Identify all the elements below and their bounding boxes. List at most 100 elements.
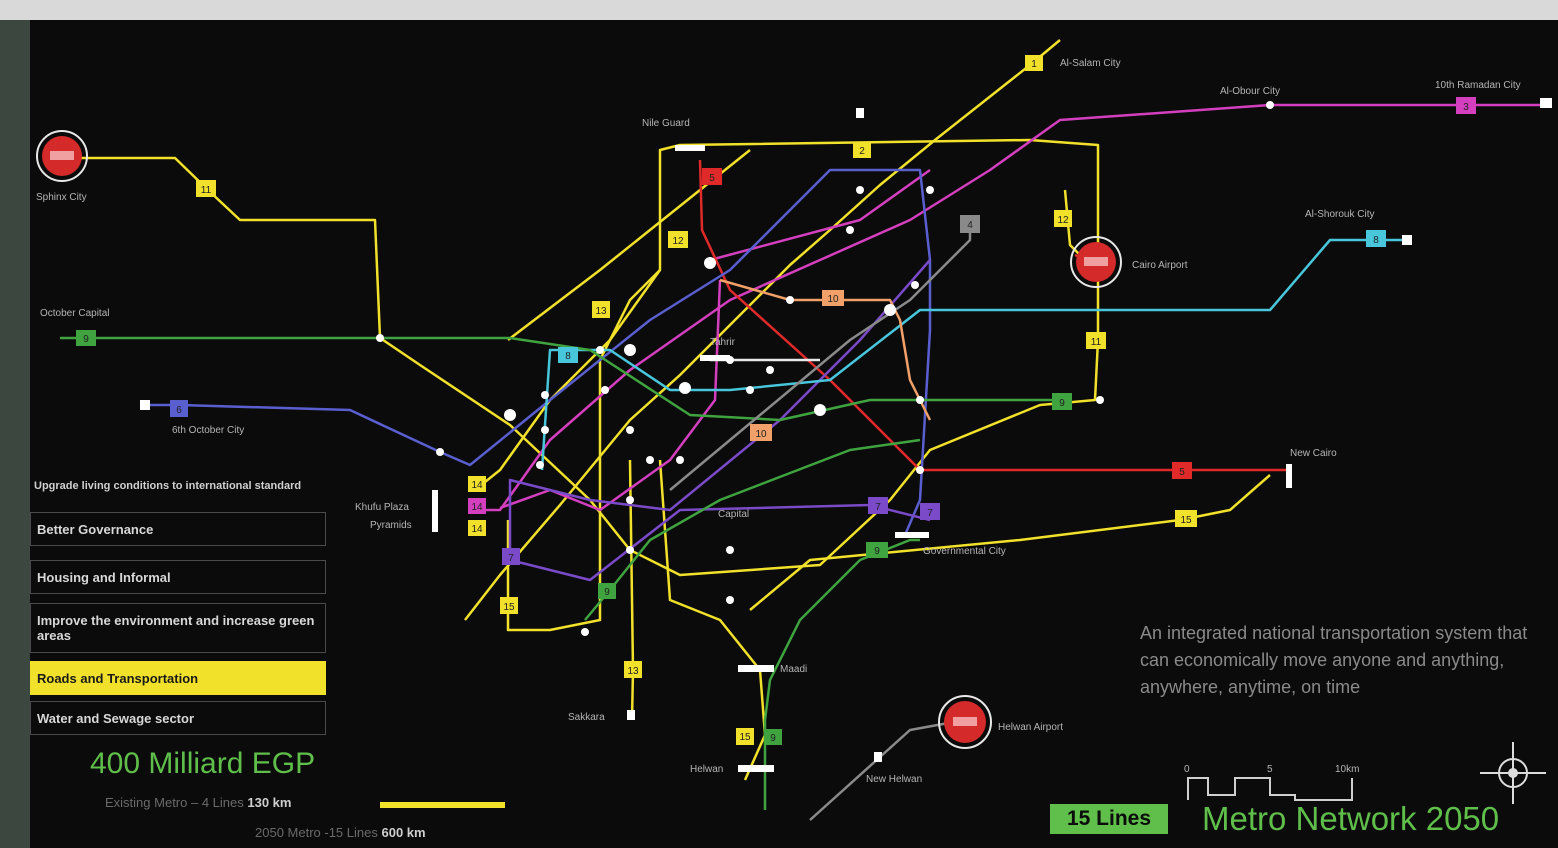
label-pyramids: Pyramids [370, 520, 412, 531]
line-6 [145, 168, 932, 536]
line-9 [60, 336, 1060, 422]
panel-item-governance[interactable]: Better Governance [30, 512, 326, 546]
scale-bar [1187, 777, 1353, 801]
svg-text:10: 10 [755, 429, 767, 440]
badge-line-9c: 9 [866, 542, 888, 558]
line-9b [584, 438, 921, 621]
badge-line-4: 4 [960, 215, 980, 233]
badge-line-8: 8 [1366, 230, 1386, 247]
cost-figure: 400 Milliard EGP [90, 747, 316, 780]
svg-text:9: 9 [604, 587, 610, 598]
scale-start-label: 0 [1184, 764, 1190, 775]
legend-future-label: 2050 Metro -15 Lines [255, 825, 378, 840]
svg-text:13: 13 [627, 666, 639, 677]
line-3b [709, 168, 931, 262]
svg-text:7: 7 [875, 502, 881, 513]
badge-line-9d: 9 [764, 729, 782, 745]
badge-line-2: 2 [853, 142, 871, 158]
svg-text:15: 15 [739, 732, 751, 743]
label-new-cairo: New Cairo [1290, 448, 1337, 459]
svg-text:5: 5 [709, 173, 715, 184]
badge-line-12b: 12 [1054, 210, 1072, 227]
tagline: An integrated national transportation sy… [1140, 623, 1528, 697]
svg-text:7: 7 [927, 508, 933, 519]
line-15 [749, 474, 1271, 611]
line-12 [658, 459, 767, 781]
label-nile-guard: Nile Guard [642, 118, 690, 129]
badge-line-10b: 10 [750, 424, 772, 441]
badge-line-14c: 14 [468, 520, 486, 536]
badge-line-5b: 5 [1172, 462, 1192, 479]
badge-line-9: 9 [1052, 393, 1072, 410]
airport-cairo-icon [1070, 236, 1122, 288]
panel-header: Upgrade living conditions to internation… [34, 480, 302, 492]
panel-item-housing[interactable]: Housing and Informal [30, 560, 326, 594]
badge-line-12: 12 [668, 231, 688, 248]
svg-text:15: 15 [503, 602, 515, 613]
badge-line-15: 15 [1175, 510, 1197, 527]
label-cairo-airport: Cairo Airport [1132, 260, 1188, 271]
svg-text:14: 14 [471, 502, 483, 513]
badge-line-13: 13 [592, 301, 610, 318]
legend-existing-label: Existing Metro – 4 Lines [105, 795, 244, 810]
svg-text:8: 8 [1373, 235, 1379, 246]
line-8 [540, 238, 1405, 471]
svg-text:11: 11 [1091, 337, 1102, 348]
badge-line-9e: 9 [76, 330, 96, 346]
svg-text:15: 15 [1180, 515, 1192, 526]
line-1 [464, 39, 1061, 621]
svg-text:9: 9 [1059, 398, 1065, 409]
label-october-capital: October Capital [40, 308, 109, 319]
label-al-salam: Al-Salam City [1060, 58, 1121, 69]
scale-end-label: 10km [1335, 764, 1359, 775]
svg-text:13: 13 [595, 306, 607, 317]
metro-map: 1 2 3 4 5 5 6 7 7 7 8 8 9 9 9 9 10 10 11… [30, 20, 1558, 848]
badge-line-10: 10 [822, 290, 844, 306]
badge-line-11: 11 [196, 180, 216, 197]
svg-text:4: 4 [967, 220, 973, 231]
label-capital: Capital [718, 509, 749, 520]
badge-line-1: 1 [1025, 55, 1043, 71]
badge-line-13b: 13 [624, 661, 642, 678]
panel-item-roads[interactable]: Roads and Transportation [30, 661, 326, 695]
line-14 [474, 269, 662, 491]
label-tahrir: Tahrir [710, 337, 736, 348]
svg-text:8: 8 [565, 351, 571, 362]
legend-future: 2050 Metro -15 Lines 600 km [255, 825, 426, 840]
panel-item-environment[interactable]: Improve the environment and increase gre… [30, 603, 326, 653]
badge-line-5: 5 [702, 168, 722, 185]
metro-network-svg: 1 2 3 4 5 5 6 7 7 7 8 8 9 9 9 9 10 10 11… [36, 39, 1552, 821]
label-helwan: Helwan [690, 764, 723, 775]
line-7b [508, 259, 931, 565]
badge-line-7c: 7 [920, 503, 940, 520]
svg-text:6: 6 [176, 405, 182, 416]
compass-icon [1480, 742, 1546, 804]
label-al-shorouk: Al-Shorouk City [1305, 209, 1374, 220]
svg-text:9: 9 [770, 733, 776, 744]
interchange-nodes [140, 98, 1552, 772]
badge-line-11b: 11 [1086, 332, 1106, 349]
line-4 [669, 220, 972, 491]
svg-text:5: 5 [1179, 467, 1185, 478]
panel-item-water[interactable]: Water and Sewage sector [30, 701, 326, 735]
scale-mid-label: 5 [1267, 764, 1273, 775]
line-11 [60, 138, 1100, 632]
label-6th-october: 6th October City [172, 425, 244, 436]
badge-line-8b: 8 [558, 347, 578, 363]
line-7 [509, 503, 931, 582]
badge-line-15c: 15 [736, 728, 754, 745]
map-title: Metro Network 2050 [1202, 800, 1500, 837]
svg-text:14: 14 [471, 524, 483, 535]
legend-existing-value: 130 km [247, 795, 292, 810]
svg-text:10: 10 [827, 294, 839, 305]
svg-text:12: 12 [1057, 215, 1069, 226]
svg-text:12: 12 [672, 236, 684, 247]
label-khufu-plaza: Khufu Plaza [355, 502, 409, 513]
svg-text:7: 7 [508, 553, 514, 564]
label-new-helwan: New Helwan [866, 774, 922, 785]
line-3 [470, 103, 1545, 512]
legend-yellow-bar [380, 802, 505, 808]
airport-helwan-icon [938, 695, 992, 749]
badge-line-7: 7 [502, 548, 520, 565]
label-sphinx: Sphinx City [36, 192, 87, 203]
